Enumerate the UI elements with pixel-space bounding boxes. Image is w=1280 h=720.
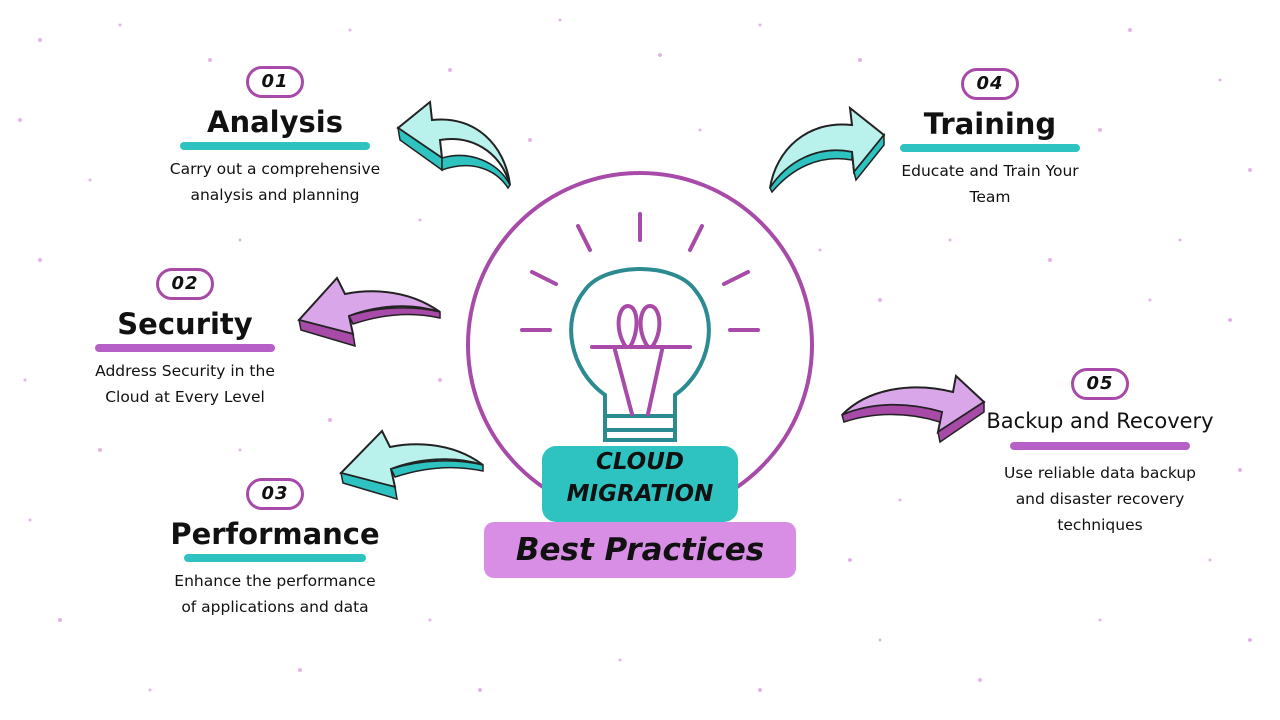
step-description: Use reliable data backup and disaster re… [1003, 464, 1197, 534]
purple-underline [1010, 442, 1190, 450]
step-title: Training [923, 107, 1057, 141]
cloud-migration-label: CLOUD MIGRATION [542, 446, 738, 522]
step-description: Educate and Train Your Team [901, 162, 1079, 206]
step-training: 04 Training Educate and Train Your Team [875, 68, 1105, 210]
step-security: 02 Security Address Security in the Clou… [70, 268, 300, 410]
step-description: Carry out a comprehensive analysis and p… [169, 160, 381, 204]
curved-arrow-left-icon [339, 429, 484, 500]
curved-arrow-right-icon [841, 374, 986, 444]
curved-arrow-left-icon [297, 276, 441, 347]
step-number-badge: 04 [961, 68, 1019, 100]
teal-underline [180, 142, 370, 150]
step-number-badge: 01 [246, 66, 304, 98]
step-analysis: 01 Analysis Carry out a comprehensive an… [160, 66, 390, 208]
step-number-badge: 03 [246, 478, 304, 510]
teal-underline [184, 554, 366, 562]
step-number-badge: 02 [156, 268, 214, 300]
curved-arrow-left-icon [396, 100, 511, 190]
teal-underline [900, 144, 1080, 152]
center-line1: CLOUD [595, 449, 685, 475]
step-performance: 03 Performance Enhance the performance o… [150, 478, 400, 620]
best-practices-label: Best Practices [484, 522, 796, 578]
step-title: Security [117, 307, 253, 341]
step-title: Performance [170, 517, 380, 551]
step-title: Backup and Recovery [986, 409, 1214, 433]
center-line2: MIGRATION [566, 481, 714, 507]
curved-arrow-right-icon [769, 105, 886, 194]
step-backup-recovery: 05 Backup and Recovery Use reliable data… [975, 368, 1225, 538]
step-number-badge: 05 [1071, 368, 1129, 400]
step-description: Enhance the performance of applications … [174, 572, 376, 616]
purple-underline [95, 344, 275, 352]
step-title: Analysis [207, 105, 343, 139]
step-description: Address Security in the Cloud at Every L… [95, 362, 275, 406]
